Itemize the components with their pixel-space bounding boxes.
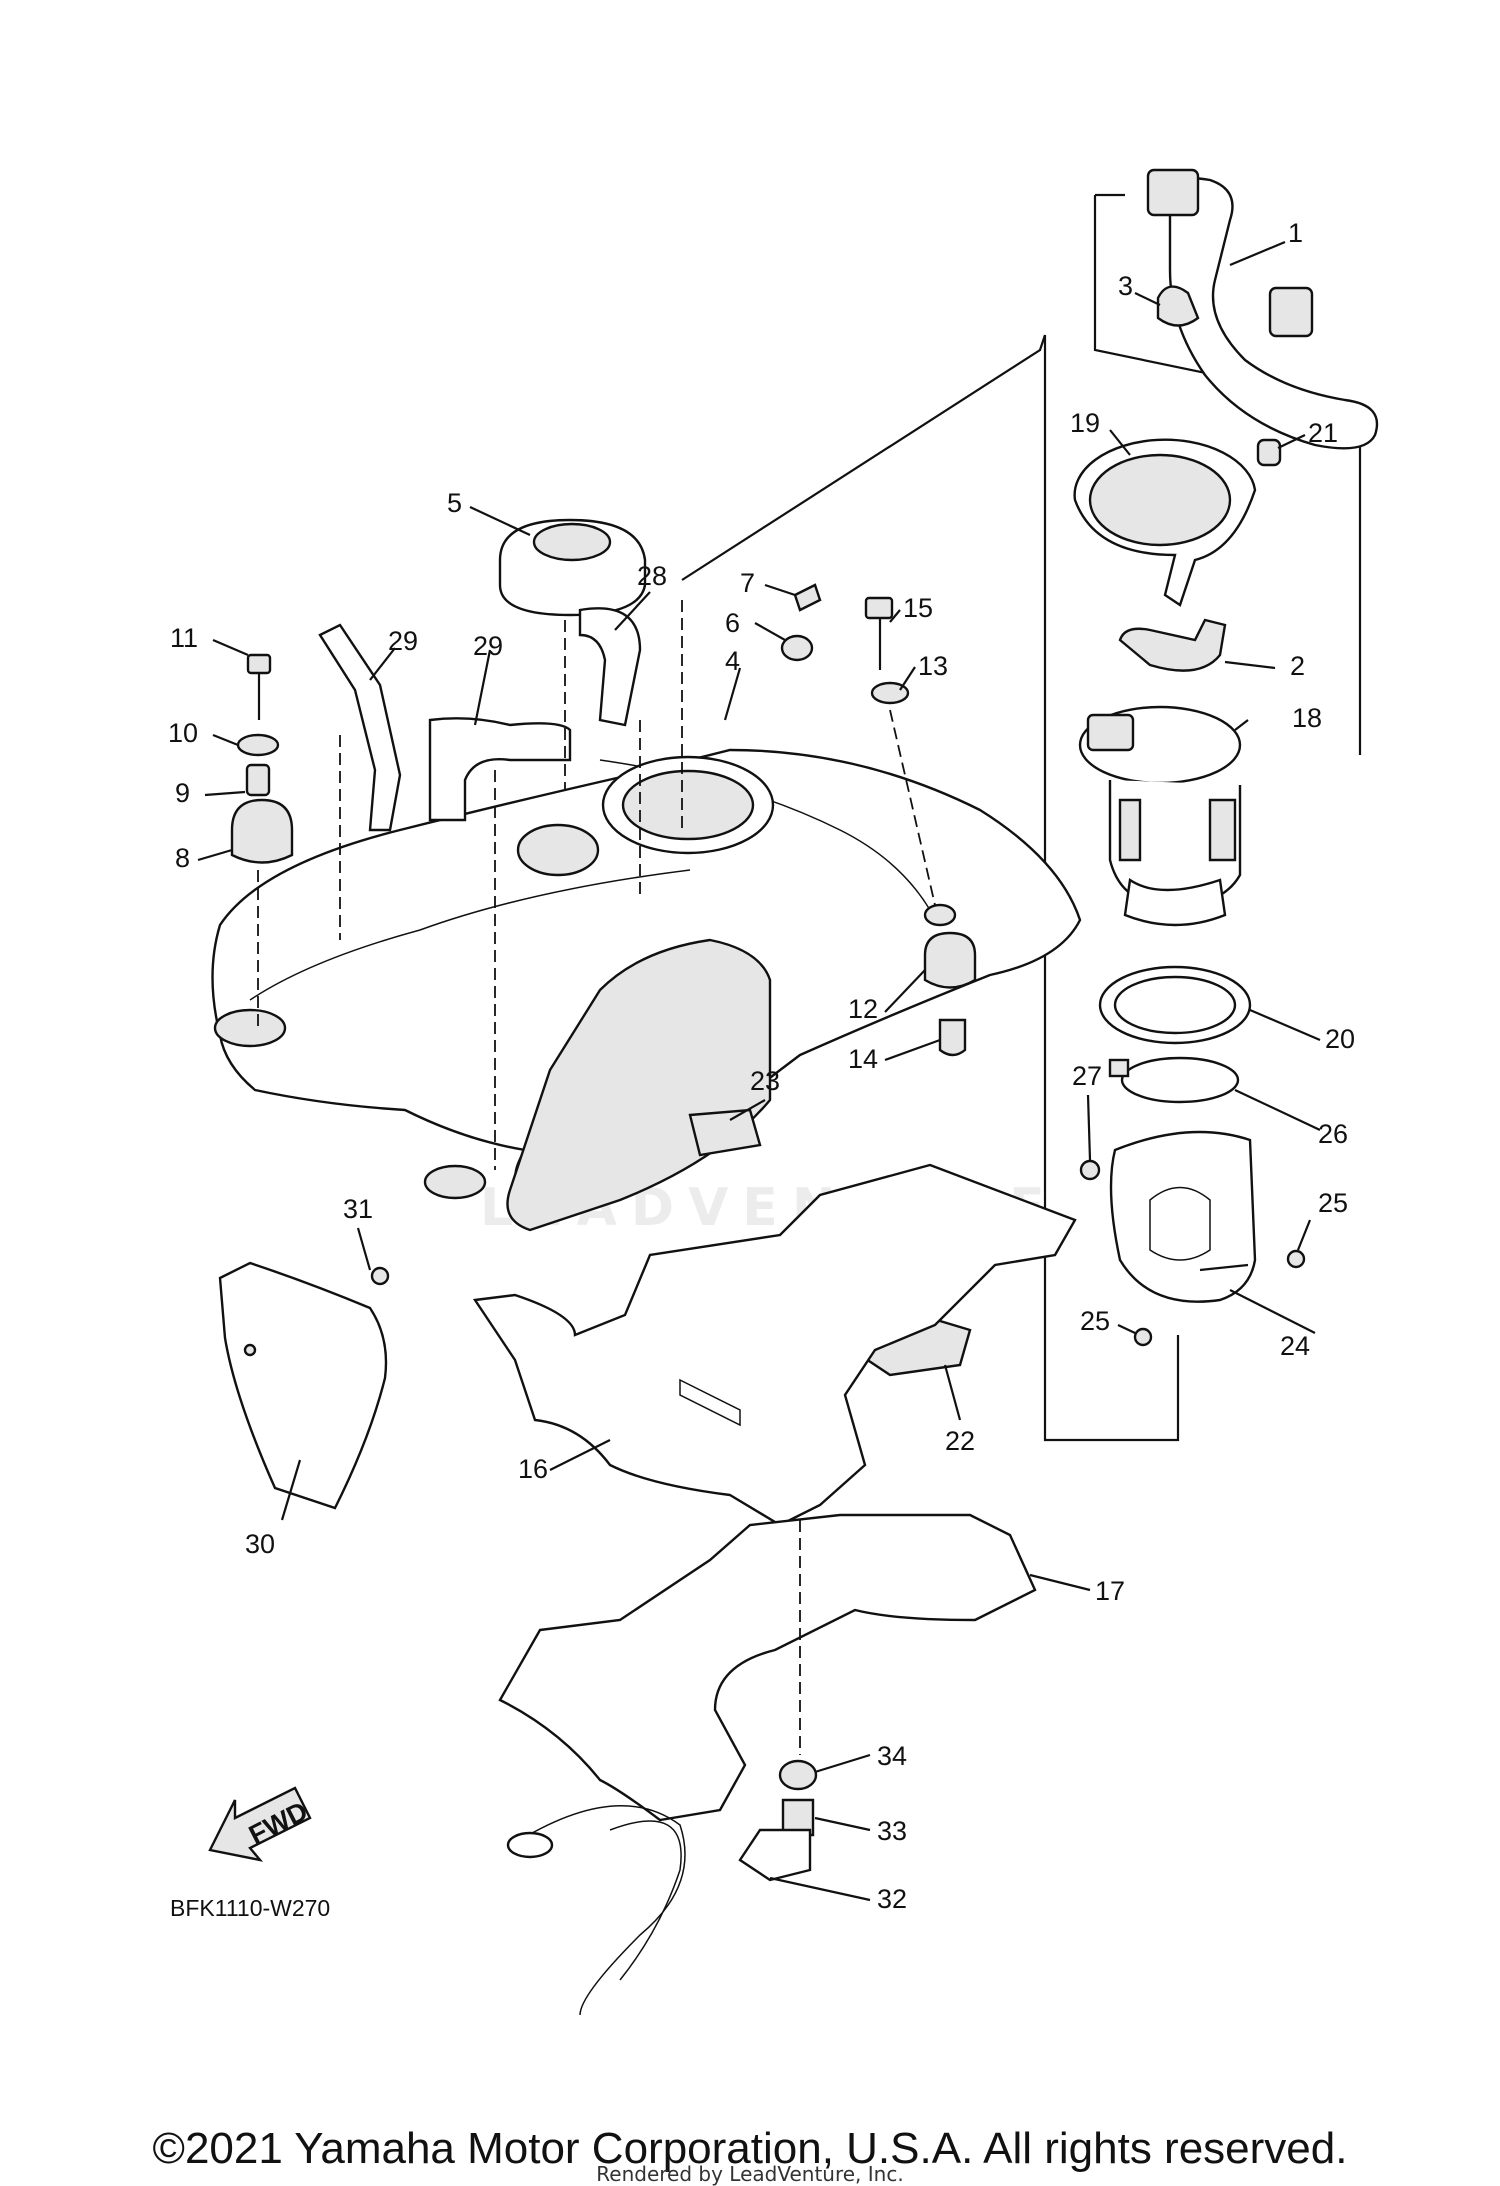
side-cover [218,1261,390,1510]
callout-17: 17 [1095,1576,1125,1606]
callout-26: 26 [1318,1119,1348,1149]
callout-20: 20 [1325,1024,1355,1054]
callout-10: 10 [168,718,198,748]
callout-18: 18 [1292,703,1322,733]
callout-31: 31 [343,1194,373,1224]
drawing-code: BFK1110-W270 [170,1895,331,1921]
rendered-by-notice: Rendered by LeadVenture, Inc. [596,2162,904,2186]
fuel-cap [498,518,647,617]
callout-24: 24 [1280,1331,1310,1361]
callout-4: 4 [725,646,740,676]
callout-5: 5 [447,488,462,518]
fuel-hose-group [1093,168,1379,755]
callout-16: 16 [518,1454,548,1484]
callout-25-right: 25 [1318,1188,1348,1218]
callout-34: 34 [877,1741,907,1771]
callout-3: 3 [1118,271,1133,301]
callout-13: 13 [918,651,948,681]
callout-8: 8 [175,843,190,873]
drain-parts [506,1520,818,2016]
callout-12: 12 [848,994,878,1024]
under-tray [472,1163,1077,1527]
leader-lines [197,240,1321,1902]
callout-33: 33 [877,1816,907,1846]
skid-plate [498,1513,1037,1822]
callout-32: 32 [877,1884,907,1914]
callout-22: 22 [945,1426,975,1456]
callout-27: 27 [1072,1061,1102,1091]
copyright-notice: ©2021 Yamaha Motor Corporation, U.S.A. A… [152,2124,1348,2173]
callout-29-right: 29 [473,631,503,661]
callout-30: 30 [245,1529,275,1559]
callout-2: 2 [1290,651,1305,681]
callout-21: 21 [1308,418,1338,448]
callout-15: 15 [903,593,933,623]
callout-11: 11 [170,623,198,653]
callout-numbers: 1 2 3 4 5 6 7 8 9 10 11 12 13 14 15 16 1… [168,218,1355,1914]
hardware [230,583,977,1057]
callout-28: 28 [637,561,667,591]
callout-29-left: 29 [388,626,418,656]
callout-14: 14 [848,1044,878,1074]
callout-6: 6 [725,608,740,638]
fwd-arrow-icon: FWD [208,1786,313,1862]
breather-hoses [318,607,642,832]
callout-1: 1 [1288,218,1303,248]
callout-23: 23 [750,1066,780,1096]
callout-19: 19 [1070,408,1100,438]
fuel-tank [211,748,1082,1232]
callout-7: 7 [740,568,755,598]
fuel-pump-group [1043,335,1306,1442]
callout-25-left: 25 [1080,1306,1110,1336]
callout-9: 9 [175,778,190,808]
